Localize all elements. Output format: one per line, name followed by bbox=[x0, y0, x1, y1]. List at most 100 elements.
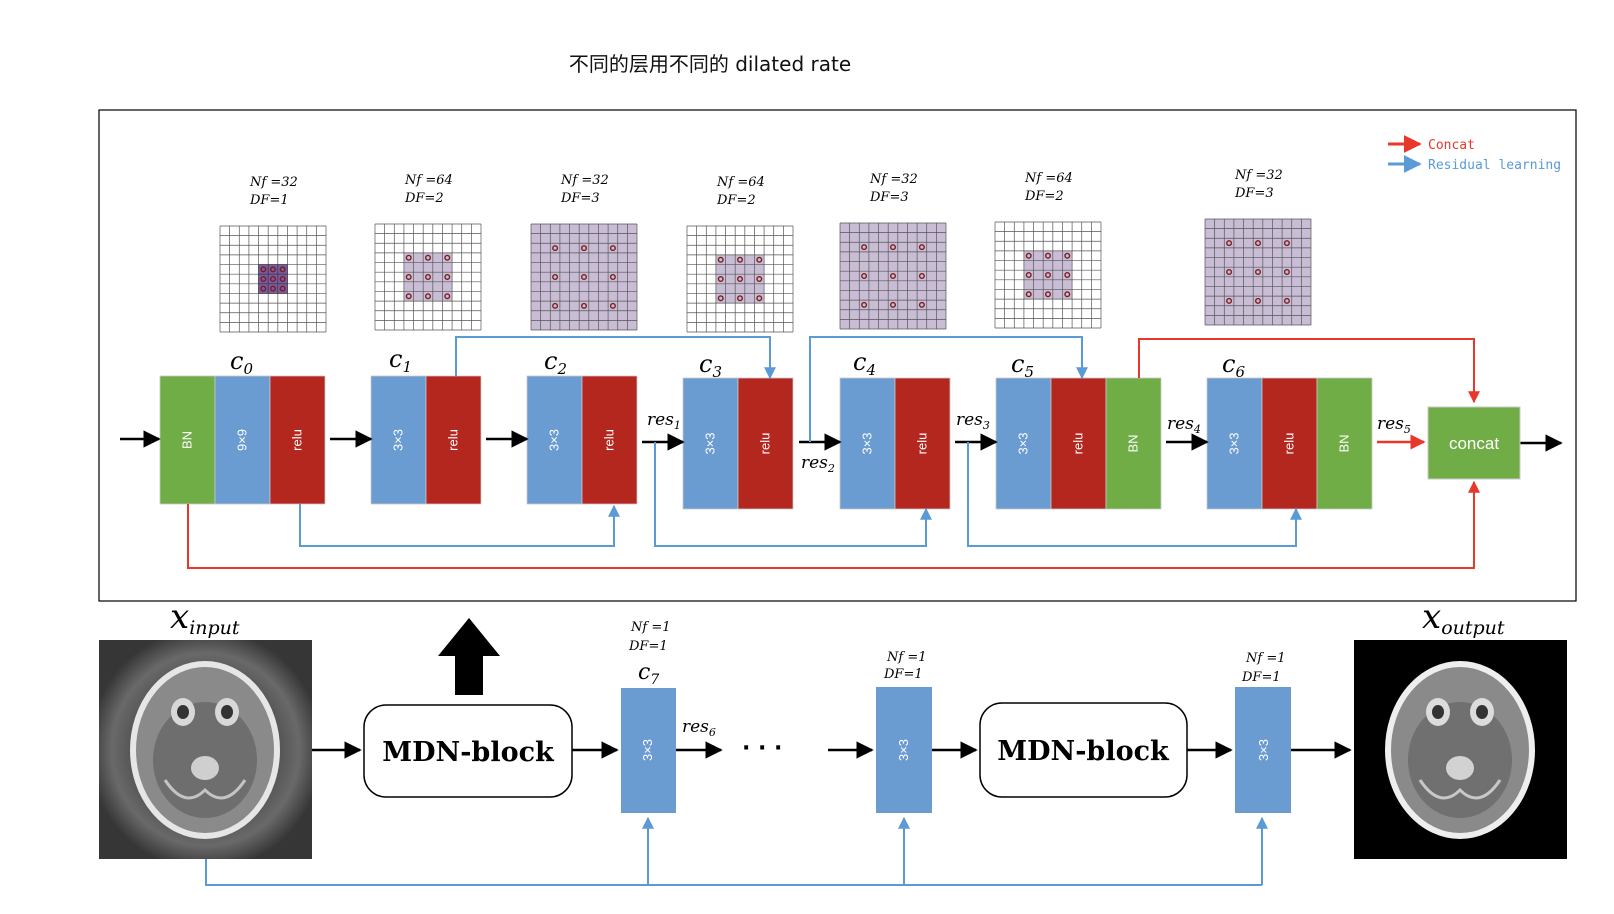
grid-df-label: DF=3 bbox=[1234, 186, 1274, 201]
concat-connections bbox=[187, 338, 1480, 569]
grid-dot-icon bbox=[552, 302, 559, 309]
input-skip-connections bbox=[205, 816, 1268, 886]
grid-dot-icon bbox=[1283, 240, 1290, 247]
grid-dot-icon bbox=[552, 245, 559, 252]
c5-bn-label: BN bbox=[1126, 434, 1141, 452]
c3-relu-layer bbox=[737, 377, 794, 510]
c3-relu-label: relu bbox=[758, 433, 773, 455]
last-df-label: DF=1 bbox=[1241, 670, 1281, 685]
c3-name: c3 bbox=[699, 350, 722, 381]
res5-label: res5 bbox=[1377, 414, 1411, 436]
res1-label: res1 bbox=[647, 410, 681, 432]
c6-bn-label: BN bbox=[1337, 434, 1352, 452]
grid-dot-icon bbox=[405, 293, 412, 300]
grid-dot-icon bbox=[717, 276, 724, 283]
grid-dot-icon bbox=[918, 244, 925, 251]
mid-df-label: DF=1 bbox=[883, 667, 923, 682]
concat-label: concat bbox=[1449, 434, 1499, 453]
grid-dot-icon bbox=[405, 274, 412, 281]
grid-dot-icon bbox=[609, 302, 616, 309]
grid-dot-icon bbox=[1254, 269, 1261, 276]
c7-conv-box bbox=[621, 688, 676, 813]
grid-dot-icon bbox=[444, 293, 451, 300]
c3-conv-label: 3×3 bbox=[703, 432, 718, 454]
grid-dot-icon bbox=[1226, 297, 1233, 304]
grid-fill bbox=[840, 223, 946, 329]
concat-legend-label: Concat bbox=[1428, 138, 1475, 153]
grid-df-label: DF=1 bbox=[249, 193, 289, 208]
grid-dot-icon bbox=[270, 276, 277, 283]
grid-dot-icon bbox=[1044, 272, 1051, 279]
c4-conv-layer bbox=[839, 377, 896, 510]
grid-nf-label: Nf =64 bbox=[716, 175, 765, 190]
grid-dot-icon bbox=[405, 254, 412, 261]
grid-dot-icon bbox=[279, 285, 286, 292]
c1-name: c1 bbox=[389, 345, 412, 376]
mdn-block-panel bbox=[98, 109, 1577, 602]
grid-dot-icon bbox=[1064, 252, 1071, 259]
grid-dot-icon bbox=[890, 244, 897, 251]
main-flow-arrows bbox=[120, 430, 1563, 452]
c1-relu-label: relu bbox=[446, 429, 461, 451]
c5-conv-label: 3×3 bbox=[1016, 432, 1031, 454]
c5-name: c5 bbox=[1011, 350, 1034, 381]
mid-nf-label: Nf =1 bbox=[886, 650, 926, 665]
grid-dot-icon bbox=[861, 244, 868, 251]
c4-name: c4 bbox=[853, 348, 876, 379]
grid-dot-icon bbox=[756, 256, 763, 263]
c4-relu-layer bbox=[894, 377, 951, 510]
c0-conv-label: 9×9 bbox=[235, 429, 250, 451]
grid-dot-icon bbox=[737, 295, 744, 302]
c6-name: c6 bbox=[1222, 350, 1245, 381]
grid-df-label: DF=3 bbox=[560, 191, 600, 206]
grid-dot-icon bbox=[890, 301, 897, 308]
grid-dot-icon bbox=[918, 301, 925, 308]
grid-dot-icon bbox=[756, 295, 763, 302]
output-mri-image bbox=[1354, 640, 1567, 859]
grid-dot-icon bbox=[279, 266, 286, 273]
grid-fill bbox=[403, 252, 453, 302]
input-mri-image bbox=[99, 640, 312, 859]
grid-dot-icon bbox=[1025, 252, 1032, 259]
c6-conv-label: 3×3 bbox=[1227, 432, 1242, 454]
c5-bn-layer bbox=[1105, 377, 1162, 510]
ellipsis-dots: · · · bbox=[742, 736, 782, 761]
c0-conv-layer bbox=[214, 375, 271, 505]
legend: Concat Residual learning bbox=[1388, 135, 1561, 173]
residual-c0-c2 bbox=[299, 504, 620, 547]
grid-dot-icon bbox=[425, 274, 432, 281]
res4-label: res4 bbox=[1167, 414, 1201, 436]
grid-nf-label: Nf =64 bbox=[404, 173, 453, 188]
grid-dot-icon bbox=[260, 285, 267, 292]
c3-conv-layer bbox=[682, 377, 739, 510]
res3-label: res3 bbox=[956, 410, 990, 432]
grid-dot-icon bbox=[270, 266, 277, 273]
grid-dot-icon bbox=[279, 276, 286, 283]
c0-relu-label: relu bbox=[290, 429, 305, 451]
x-input-label: xinput bbox=[170, 597, 240, 639]
c7-conv-label: 3×3 bbox=[640, 739, 655, 761]
grid-df-label: DF=2 bbox=[716, 193, 756, 208]
grid-dot-icon bbox=[1254, 297, 1261, 304]
grid-dot-icon bbox=[270, 285, 277, 292]
c5-relu-label: relu bbox=[1071, 433, 1086, 455]
mdn-block-2-label: MDN-block bbox=[997, 736, 1170, 767]
grid-dot-icon bbox=[1283, 297, 1290, 304]
residual-res1-c4 bbox=[654, 442, 932, 547]
figure-caption: 不同的层用不同的 dilated rate bbox=[568, 52, 852, 76]
c0-name: c0 bbox=[230, 347, 253, 378]
c6-bn-layer bbox=[1316, 377, 1373, 510]
grid-nf-label: Nf =32 bbox=[869, 172, 918, 187]
c1-conv-layer bbox=[370, 375, 427, 505]
grid-dot-icon bbox=[1044, 252, 1051, 259]
grid-df-label: DF=2 bbox=[404, 191, 444, 206]
